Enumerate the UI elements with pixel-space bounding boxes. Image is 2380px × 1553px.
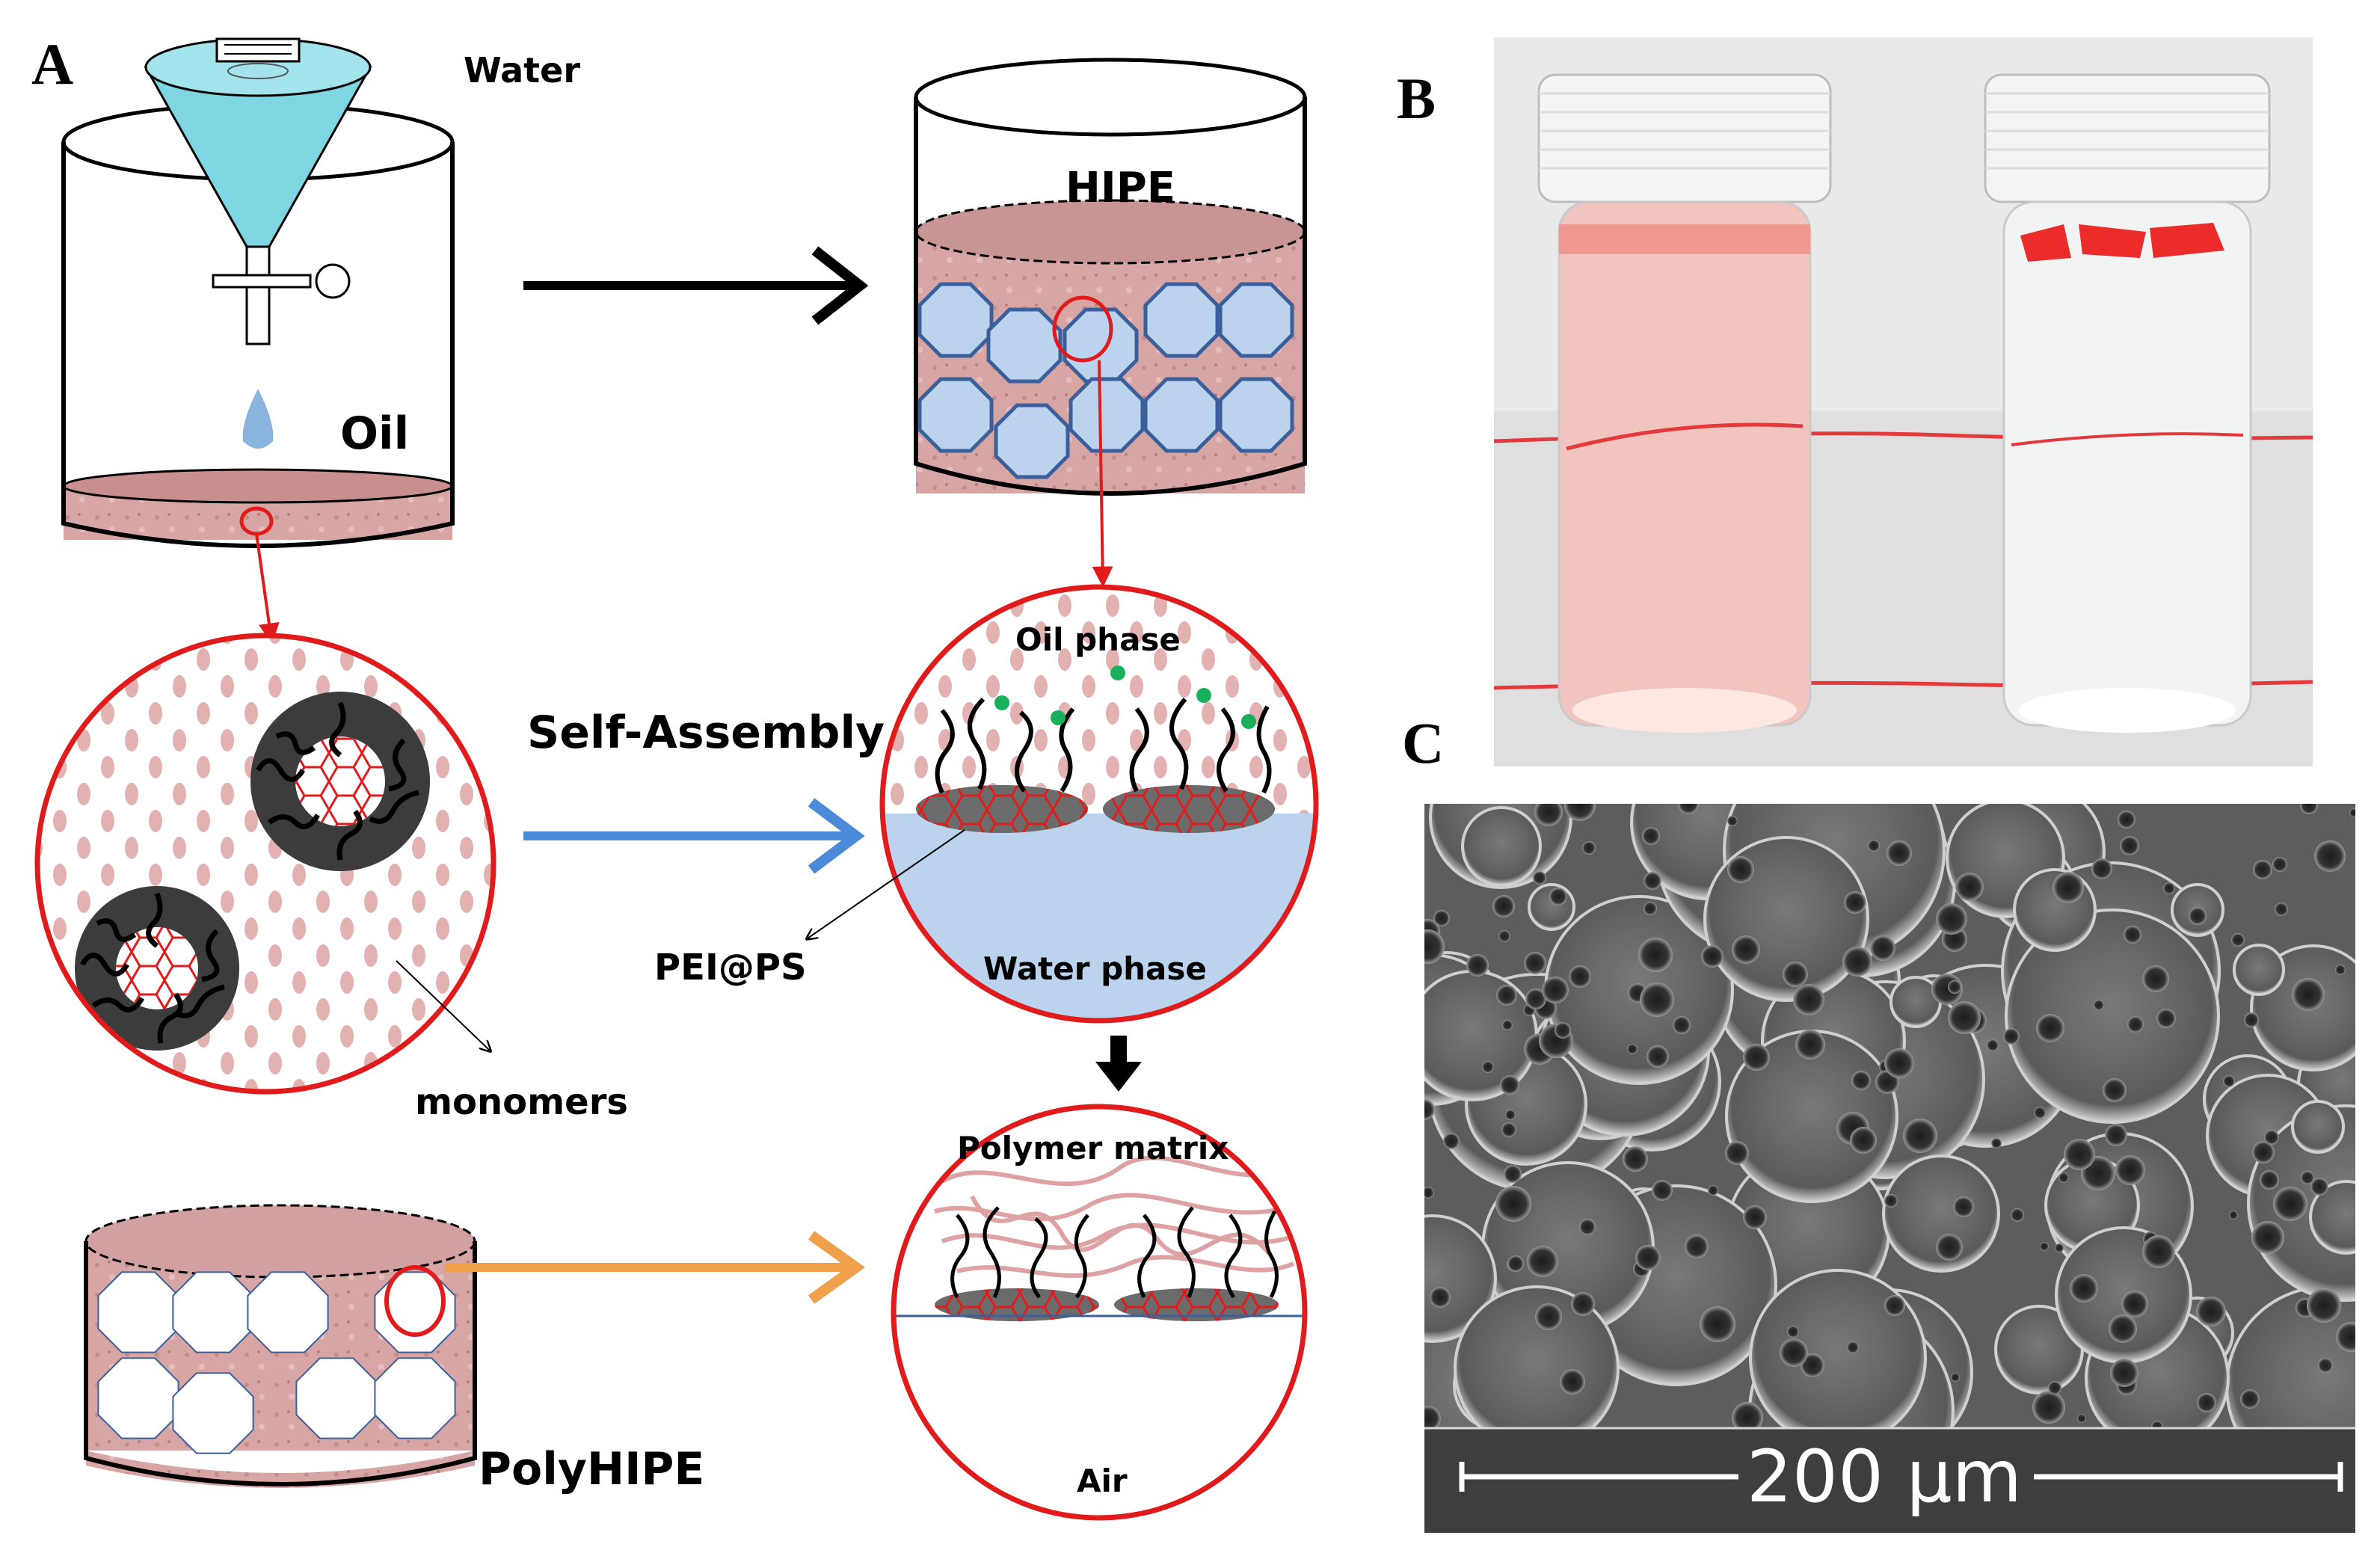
orange-zoom-arrow xyxy=(445,1231,866,1304)
water-droplet xyxy=(1218,282,1294,358)
water-drop-icon xyxy=(242,389,274,449)
polymerization-arrow xyxy=(1095,1036,1142,1092)
pore xyxy=(172,1372,254,1454)
monomers-pointer xyxy=(396,960,490,1051)
oil-beaker xyxy=(61,102,455,548)
scale-bar-label: 200 μm xyxy=(1747,1435,2022,1519)
panel-c-letter: C xyxy=(1402,710,1444,775)
label-water: Water xyxy=(464,50,580,90)
polyhipe-pores xyxy=(97,1271,456,1454)
zoom-oil-circle xyxy=(34,633,496,1095)
vial-icon xyxy=(1537,73,1832,733)
label-hipe: HIPE xyxy=(1066,164,1175,212)
pei-ps-pointer xyxy=(808,829,965,938)
pore xyxy=(97,1357,179,1439)
pei-ps-particle xyxy=(250,692,430,871)
label-oil: Oil xyxy=(340,408,409,460)
pei-ps-particle xyxy=(75,886,239,1051)
water-droplet xyxy=(1143,377,1220,453)
label-monomers: monomers xyxy=(415,1081,628,1123)
vial-icon xyxy=(1984,73,2271,733)
zoom-arrow-hipe xyxy=(1092,360,1113,588)
water-droplet xyxy=(1143,282,1220,358)
water-droplet xyxy=(917,377,994,453)
pore xyxy=(374,1271,456,1353)
pore xyxy=(97,1271,179,1353)
panel-b-letter: B xyxy=(1397,66,1436,131)
water-droplet xyxy=(1068,377,1145,453)
pore xyxy=(295,1357,378,1439)
label-polymer-matrix: Polymer matrix xyxy=(957,1130,1229,1166)
scale-bar: 200 μm xyxy=(1459,1435,2343,1519)
separatory-funnel-icon xyxy=(144,37,372,345)
pore xyxy=(374,1357,456,1439)
water-droplet xyxy=(917,282,994,358)
label-oil-phase: Oil phase xyxy=(1015,621,1181,658)
polyhipe-cylinder xyxy=(84,1204,477,1488)
label-water-phase: Water phase xyxy=(983,950,1207,987)
water-droplet xyxy=(994,403,1070,479)
vial-photo xyxy=(1493,37,2313,766)
water-droplet xyxy=(986,307,1063,384)
panel-a-letter: A xyxy=(31,31,73,96)
self-assembly-arrow xyxy=(523,798,865,874)
hipe-droplets xyxy=(917,282,1294,479)
zoom-marker-polyhipe xyxy=(384,1265,446,1337)
label-self-assembly: Self-Assembly xyxy=(527,707,885,759)
polymer-matrix-circle xyxy=(891,1104,1308,1521)
zoom-arrow-oil xyxy=(255,533,280,645)
zoom-marker-hipe xyxy=(1052,295,1113,363)
label-polyhipe: PolyHIPE xyxy=(479,1443,704,1495)
sem-micrograph: 200 μm xyxy=(1424,804,2355,1533)
pore xyxy=(172,1271,254,1353)
label-air: Air xyxy=(1077,1463,1128,1499)
water-droplet xyxy=(1218,377,1294,453)
label-pei-ps: PEI@PS xyxy=(654,947,807,988)
pore xyxy=(247,1271,329,1353)
arrow-to-hipe xyxy=(523,246,869,325)
